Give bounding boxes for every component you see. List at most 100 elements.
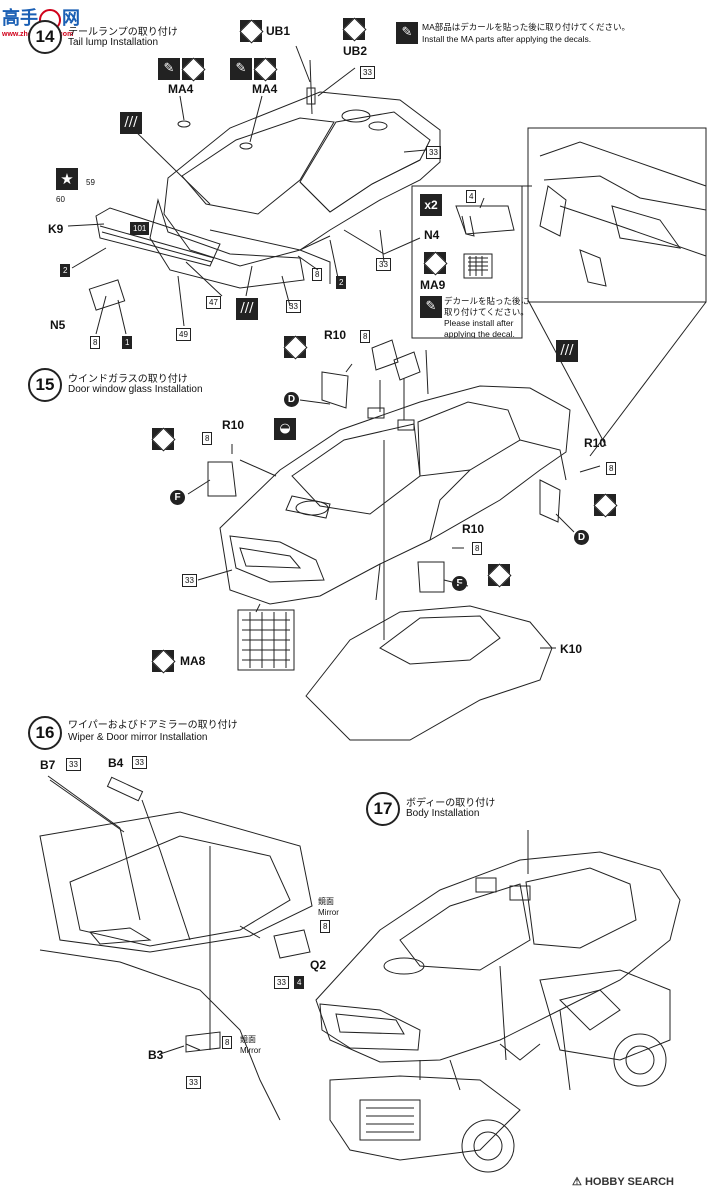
color-code-8: 8 bbox=[606, 462, 617, 475]
site-logo-net: 网 bbox=[62, 8, 80, 28]
part-ma4-right: MA4 bbox=[252, 82, 278, 96]
step-14-title-en: Tail lump Installation bbox=[68, 37, 159, 48]
multiplier-badge: x2 bbox=[420, 194, 442, 216]
part-r10-top: R10 bbox=[324, 328, 347, 342]
mirror-label-en: Mirror bbox=[318, 908, 339, 917]
step-15-number: 15 bbox=[28, 368, 62, 402]
color-code-33: 33 bbox=[286, 300, 301, 313]
step-16-title-jp: ワイパーおよびドアミラーの取り付け bbox=[68, 720, 238, 731]
mirror-label-jp: 鏡面 bbox=[240, 1035, 256, 1044]
step-17-number: 17 bbox=[366, 792, 400, 826]
decal-note-jp1: デカールを貼った後に bbox=[444, 296, 530, 306]
part-b7: B7 bbox=[40, 758, 56, 772]
color-code-33: 33 bbox=[360, 66, 375, 79]
color-code-1: 1 bbox=[122, 336, 133, 349]
hobby-search-icon: ⚠ bbox=[572, 1176, 582, 1188]
color-code-4: 4 bbox=[294, 976, 305, 989]
part-k9: K9 bbox=[48, 222, 64, 236]
color-code-2: 2 bbox=[60, 264, 71, 277]
paint-brush-icon: ✎ bbox=[158, 58, 180, 80]
color-code-8: 8 bbox=[222, 1036, 233, 1049]
part-k10: K10 bbox=[560, 642, 583, 656]
part-ma8: MA8 bbox=[180, 654, 206, 668]
ma-note-en: Install the MA parts after applying the … bbox=[422, 34, 592, 44]
decal-note-en2: applying the decal. bbox=[444, 329, 515, 339]
step-14-number: 14 bbox=[28, 20, 62, 54]
rear-detail-inset bbox=[528, 128, 706, 456]
color-code-101: 101 bbox=[130, 222, 150, 235]
paint-cup-icon: ◒ bbox=[274, 418, 296, 440]
color-code-8: 8 bbox=[202, 432, 213, 445]
step-16-number: 16 bbox=[28, 716, 62, 750]
step-17-car-assembly bbox=[316, 830, 680, 1172]
color-code-2: 2 bbox=[336, 276, 347, 289]
step-16-windshield bbox=[40, 776, 312, 1120]
circle-letter-d: D bbox=[284, 392, 299, 407]
part-ma9: MA9 bbox=[420, 278, 446, 292]
part-ub2: UB2 bbox=[343, 44, 368, 58]
color-code-8: 8 bbox=[472, 542, 483, 555]
circle-letter-f: F bbox=[170, 490, 185, 505]
stripe-decal-icon: /// bbox=[236, 298, 258, 320]
mirror-label-en: Mirror bbox=[240, 1046, 261, 1055]
decal-icon bbox=[182, 58, 204, 80]
part-n4: N4 bbox=[424, 228, 440, 242]
step-15-car-body bbox=[188, 340, 600, 670]
decal-icon bbox=[284, 336, 306, 358]
circle-letter-d: D bbox=[574, 530, 589, 545]
decal-icon bbox=[594, 494, 616, 516]
color-code-60: 60 bbox=[56, 195, 65, 204]
paint-brush-icon: ✎ bbox=[230, 58, 252, 80]
color-code-49: 49 bbox=[176, 328, 191, 341]
part-r10-right: R10 bbox=[584, 436, 607, 450]
color-code-33: 33 bbox=[132, 756, 147, 769]
decal-note-en1: Please install after bbox=[444, 318, 514, 328]
ma-note-jp: MA部品はデカールを貼った後に取り付けてください。 bbox=[422, 22, 630, 32]
star-icon: ★ bbox=[56, 168, 78, 190]
step-15-title-en: Door window glass Installation bbox=[68, 384, 203, 395]
k10-mask bbox=[306, 606, 556, 740]
color-code-33: 33 bbox=[182, 574, 197, 587]
step-17-title-jp: ボディーの取り付け bbox=[406, 798, 496, 809]
decal-icon bbox=[152, 650, 174, 672]
paint-brush-icon: ✎ bbox=[396, 22, 418, 44]
step-17-title-en: Body Installation bbox=[406, 808, 480, 819]
part-b3: B3 bbox=[148, 1048, 164, 1062]
part-q2: Q2 bbox=[310, 958, 327, 972]
site-logo-cn: 高手 bbox=[2, 8, 38, 28]
decal-icon bbox=[424, 252, 446, 274]
hobby-search-text: HOBBY SEARCH bbox=[584, 1176, 674, 1188]
decal-note-jp2: 取り付けてください。 bbox=[444, 307, 529, 317]
part-ub1: UB1 bbox=[266, 24, 291, 38]
decal-icon bbox=[254, 58, 276, 80]
part-r10-left: R10 bbox=[222, 418, 245, 432]
part-b4: B4 bbox=[108, 756, 124, 770]
circle-letter-f: F bbox=[452, 576, 467, 591]
color-code-8: 8 bbox=[90, 336, 101, 349]
decal-icon bbox=[343, 18, 365, 40]
color-code-33: 33 bbox=[66, 758, 81, 771]
color-code-33: 33 bbox=[376, 258, 391, 271]
color-code-59: 59 bbox=[86, 178, 95, 187]
mirror-label-jp: 鏡面 bbox=[318, 897, 334, 906]
color-code-33: 33 bbox=[426, 146, 441, 159]
part-n5: N5 bbox=[50, 318, 66, 332]
step-15-title-jp: ウインドガラスの取り付け bbox=[68, 374, 188, 385]
hobby-search-credit: ⚠ HOBBY SEARCH bbox=[572, 1175, 674, 1188]
decal-icon bbox=[240, 20, 262, 42]
color-code-4: 4 bbox=[466, 190, 477, 203]
color-code-8: 8 bbox=[320, 920, 331, 933]
stripe-decal-icon: /// bbox=[556, 340, 578, 362]
paint-brush-icon: ✎ bbox=[420, 296, 442, 318]
color-code-33: 33 bbox=[186, 1076, 201, 1089]
decal-icon bbox=[152, 428, 174, 450]
color-code-33: 33 bbox=[274, 976, 289, 989]
part-ma4-left: MA4 bbox=[168, 82, 194, 96]
part-r10-lower: R10 bbox=[462, 522, 485, 536]
decal-icon bbox=[488, 564, 510, 586]
color-code-47: 47 bbox=[206, 296, 221, 309]
step-14-title-jp: テールランプの取り付け bbox=[68, 27, 178, 38]
step-16-title-en: Wiper & Door mirror Installation bbox=[68, 732, 208, 743]
